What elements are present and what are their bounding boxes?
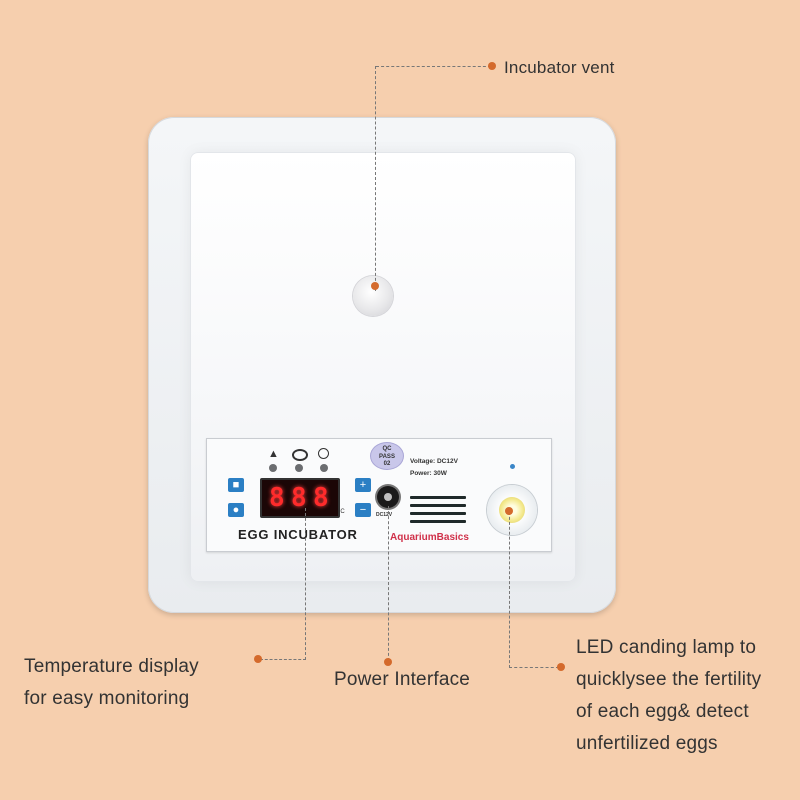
led-callout-dot xyxy=(557,663,565,671)
plus-icon: + xyxy=(359,479,367,491)
temperature-leader-v xyxy=(305,508,306,660)
qc-text: PASS xyxy=(379,454,395,460)
led-callout-line2: quicklysee the fertility xyxy=(576,669,762,690)
egg-turning-icon xyxy=(292,449,308,461)
vent-callout: Incubator vent xyxy=(504,58,615,77)
plus-button[interactable]: + xyxy=(355,478,371,492)
qc-pass-sticker: QC PASS 02 xyxy=(371,443,403,469)
set-icon: ■ xyxy=(232,479,240,491)
panel-title: EGG INCUBATOR xyxy=(238,527,358,542)
vent-target-dot xyxy=(371,282,379,290)
voltage-label: Voltage: DC12V xyxy=(410,458,458,465)
vent-grille xyxy=(410,496,466,524)
vent-leader-h xyxy=(376,66,491,67)
power-callout-dot xyxy=(384,658,392,666)
led-leader-v xyxy=(509,512,510,668)
led-indicator-icon xyxy=(510,464,515,469)
set-button[interactable]: ■ xyxy=(228,478,244,492)
light-button[interactable]: ● xyxy=(228,503,244,517)
qc-text: QC xyxy=(382,446,392,452)
led-callout-line3: of each egg& detect xyxy=(576,701,749,722)
minus-button[interactable]: − xyxy=(355,503,371,517)
temperature-callout-dot xyxy=(254,655,262,663)
heat-flame-icon: ▲ xyxy=(268,448,279,460)
heat-indicator xyxy=(269,464,277,472)
power-leader-v xyxy=(388,506,389,661)
light-icon: ● xyxy=(232,504,240,516)
display-digit: 8 xyxy=(269,483,285,513)
qc-text: 02 xyxy=(383,461,391,467)
led-target-dot xyxy=(505,507,513,515)
timer-icon xyxy=(318,448,329,459)
vent-callout-dot xyxy=(488,62,496,70)
temperature-callout-line2: for easy monitoring xyxy=(24,688,190,709)
temperature-callout-line1: Temperature display xyxy=(24,656,199,677)
timer-indicator xyxy=(320,464,328,472)
brand-label: AquariumBasics xyxy=(390,532,469,543)
temperature-unit: °C xyxy=(338,509,345,515)
vent-leader-v xyxy=(375,66,376,291)
temperature-display: 8 8 8 xyxy=(260,478,340,518)
power-jack[interactable] xyxy=(377,486,399,508)
power-rating-label: Power: 30W xyxy=(410,470,447,477)
display-digit: 8 xyxy=(313,483,329,513)
led-callout-line4: unfertilized eggs xyxy=(576,733,718,754)
power-jack-label: DC12V xyxy=(376,512,393,518)
led-callout-line1: LED canding lamp to xyxy=(576,637,757,658)
power-jack-pin xyxy=(384,493,392,501)
temperature-leader-h xyxy=(260,659,306,660)
minus-icon: − xyxy=(359,504,367,516)
turn-indicator xyxy=(295,464,303,472)
display-digit: 8 xyxy=(291,483,307,513)
power-callout: Power Interface xyxy=(334,669,471,690)
led-leader-h xyxy=(509,667,559,668)
